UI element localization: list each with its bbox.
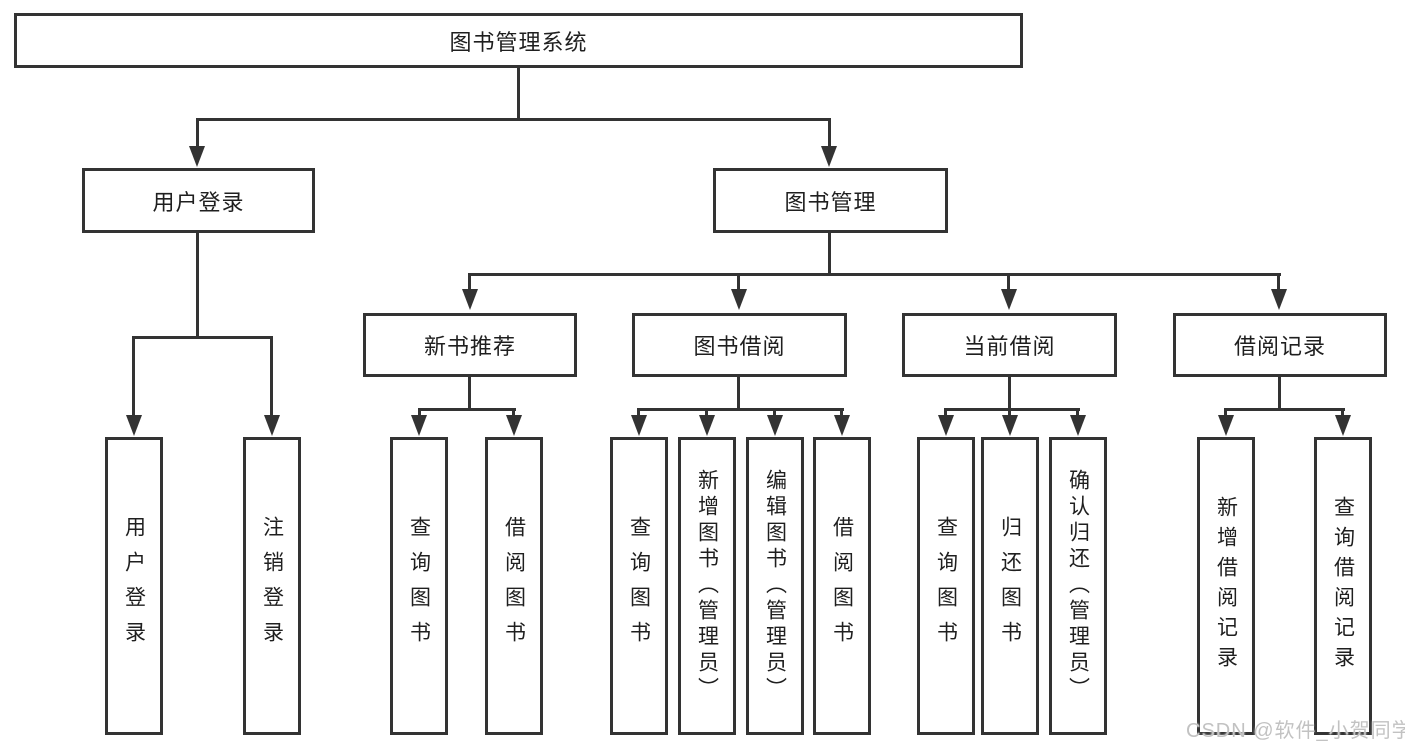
leaf-query-books-current: 查询图书: [917, 437, 975, 735]
node-book-borrowing: 图书借阅: [632, 313, 847, 377]
node-book-management: 图书管理: [713, 168, 948, 233]
leaf-add-books-admin: 新增图书（管理员）: [678, 437, 736, 735]
arrow-down-icon: [411, 415, 427, 436]
node-user-login: 用户登录: [82, 168, 315, 233]
leaf-label: 借阅图书: [830, 516, 854, 656]
connector-line: [1224, 408, 1227, 418]
connector-line: [637, 408, 844, 411]
connector-line: [828, 233, 831, 276]
node-new-book-recommend: 新书推荐: [363, 313, 577, 377]
connector-line: [196, 118, 199, 148]
arrow-down-icon: [731, 289, 747, 310]
connector-line: [773, 408, 776, 418]
connector-line: [944, 408, 947, 418]
connector-line: [737, 375, 740, 411]
leaf-label: 查询图书: [407, 516, 431, 656]
connector-line: [512, 408, 515, 418]
connector-line: [270, 336, 273, 418]
arrow-down-icon: [462, 289, 478, 310]
connector-line: [1341, 408, 1344, 418]
connector-line: [196, 232, 199, 338]
connector-line: [1008, 377, 1011, 411]
connector-line: [196, 118, 831, 121]
connector-line: [944, 408, 1080, 411]
leaf-borrow-books: 借阅图书: [813, 437, 871, 735]
leaf-confirm-return-admin: 确认归还（管理员）: [1049, 437, 1107, 735]
arrow-down-icon: [506, 415, 522, 436]
leaf-label: 借阅图书: [502, 516, 526, 656]
arrow-down-icon: [1271, 289, 1287, 310]
connector-line: [1224, 408, 1345, 411]
leaf-label: 确认归还（管理员）: [1066, 469, 1090, 703]
leaf-label: 查询图书: [934, 516, 958, 656]
connector-line: [418, 408, 421, 418]
arrow-down-icon: [767, 415, 783, 436]
node-label: 借阅记录: [1233, 334, 1326, 359]
leaf-add-borrow-record: 新增借阅记录: [1197, 437, 1255, 735]
node-label: 用户登录: [152, 189, 245, 215]
connector-line: [468, 273, 1281, 276]
connector-line: [132, 336, 273, 339]
arrow-down-icon: [1001, 289, 1017, 310]
leaf-borrow-books-recommend: 借阅图书: [485, 437, 543, 735]
arrow-down-icon: [699, 415, 715, 436]
arrow-down-icon: [821, 146, 837, 167]
connector-line: [1008, 408, 1011, 418]
arrow-down-icon: [264, 415, 280, 436]
connector-line: [737, 273, 740, 291]
node-label: 当前借阅: [963, 334, 1056, 359]
leaf-query-books-borrowing: 查询图书: [610, 437, 668, 735]
node-label: 图书借阅: [693, 334, 786, 359]
node-library-management-system: 图书管理系统: [14, 13, 1023, 68]
leaf-label: 用户登录: [122, 516, 146, 656]
arrow-down-icon: [938, 415, 954, 436]
leaf-label: 新增图书（管理员）: [695, 469, 719, 703]
arrow-down-icon: [126, 415, 142, 436]
arrow-down-icon: [189, 146, 205, 167]
connector-line: [468, 377, 471, 411]
connector-line: [1278, 377, 1281, 411]
leaf-return-books: 归还图书: [981, 437, 1039, 735]
connector-line: [1277, 273, 1280, 291]
node-label: 新书推荐: [423, 334, 516, 359]
leaf-logout: 注销登录: [243, 437, 301, 735]
connector-line: [1076, 408, 1079, 418]
arrow-down-icon: [631, 415, 647, 436]
node-label: 图书管理系统: [449, 29, 588, 55]
connector-line: [840, 408, 843, 418]
connector-line: [468, 273, 471, 291]
csdn-watermark: CSDN @软件_小贺同学: [1186, 720, 1405, 742]
leaf-user-login: 用户登录: [105, 437, 163, 735]
arrow-down-icon: [1335, 415, 1351, 436]
connector-line: [637, 408, 640, 418]
arrow-down-icon: [1070, 415, 1086, 436]
node-current-borrowing: 当前借阅: [902, 313, 1117, 377]
leaf-label: 编辑图书（管理员）: [763, 469, 787, 703]
connector-line: [132, 336, 135, 418]
leaf-query-books-recommend: 查询图书: [390, 437, 448, 735]
arrow-down-icon: [1218, 415, 1234, 436]
connector-line: [418, 408, 516, 411]
node-label: 图书管理: [784, 189, 877, 215]
leaf-label: 查询借阅记录: [1331, 496, 1355, 676]
connector-line: [1007, 273, 1010, 291]
leaf-label: 查询图书: [627, 516, 651, 656]
arrow-down-icon: [1002, 415, 1018, 436]
leaf-edit-books-admin: 编辑图书（管理员）: [746, 437, 804, 735]
connector-line: [828, 118, 831, 148]
leaf-label: 注销登录: [260, 516, 284, 656]
arrow-down-icon: [834, 415, 850, 436]
leaf-query-borrow-record: 查询借阅记录: [1314, 437, 1372, 735]
leaf-label: 归还图书: [998, 516, 1022, 656]
connector-line: [517, 68, 520, 120]
leaf-label: 新增借阅记录: [1214, 496, 1238, 676]
connector-line: [705, 408, 708, 418]
node-borrowing-records: 借阅记录: [1173, 313, 1387, 377]
